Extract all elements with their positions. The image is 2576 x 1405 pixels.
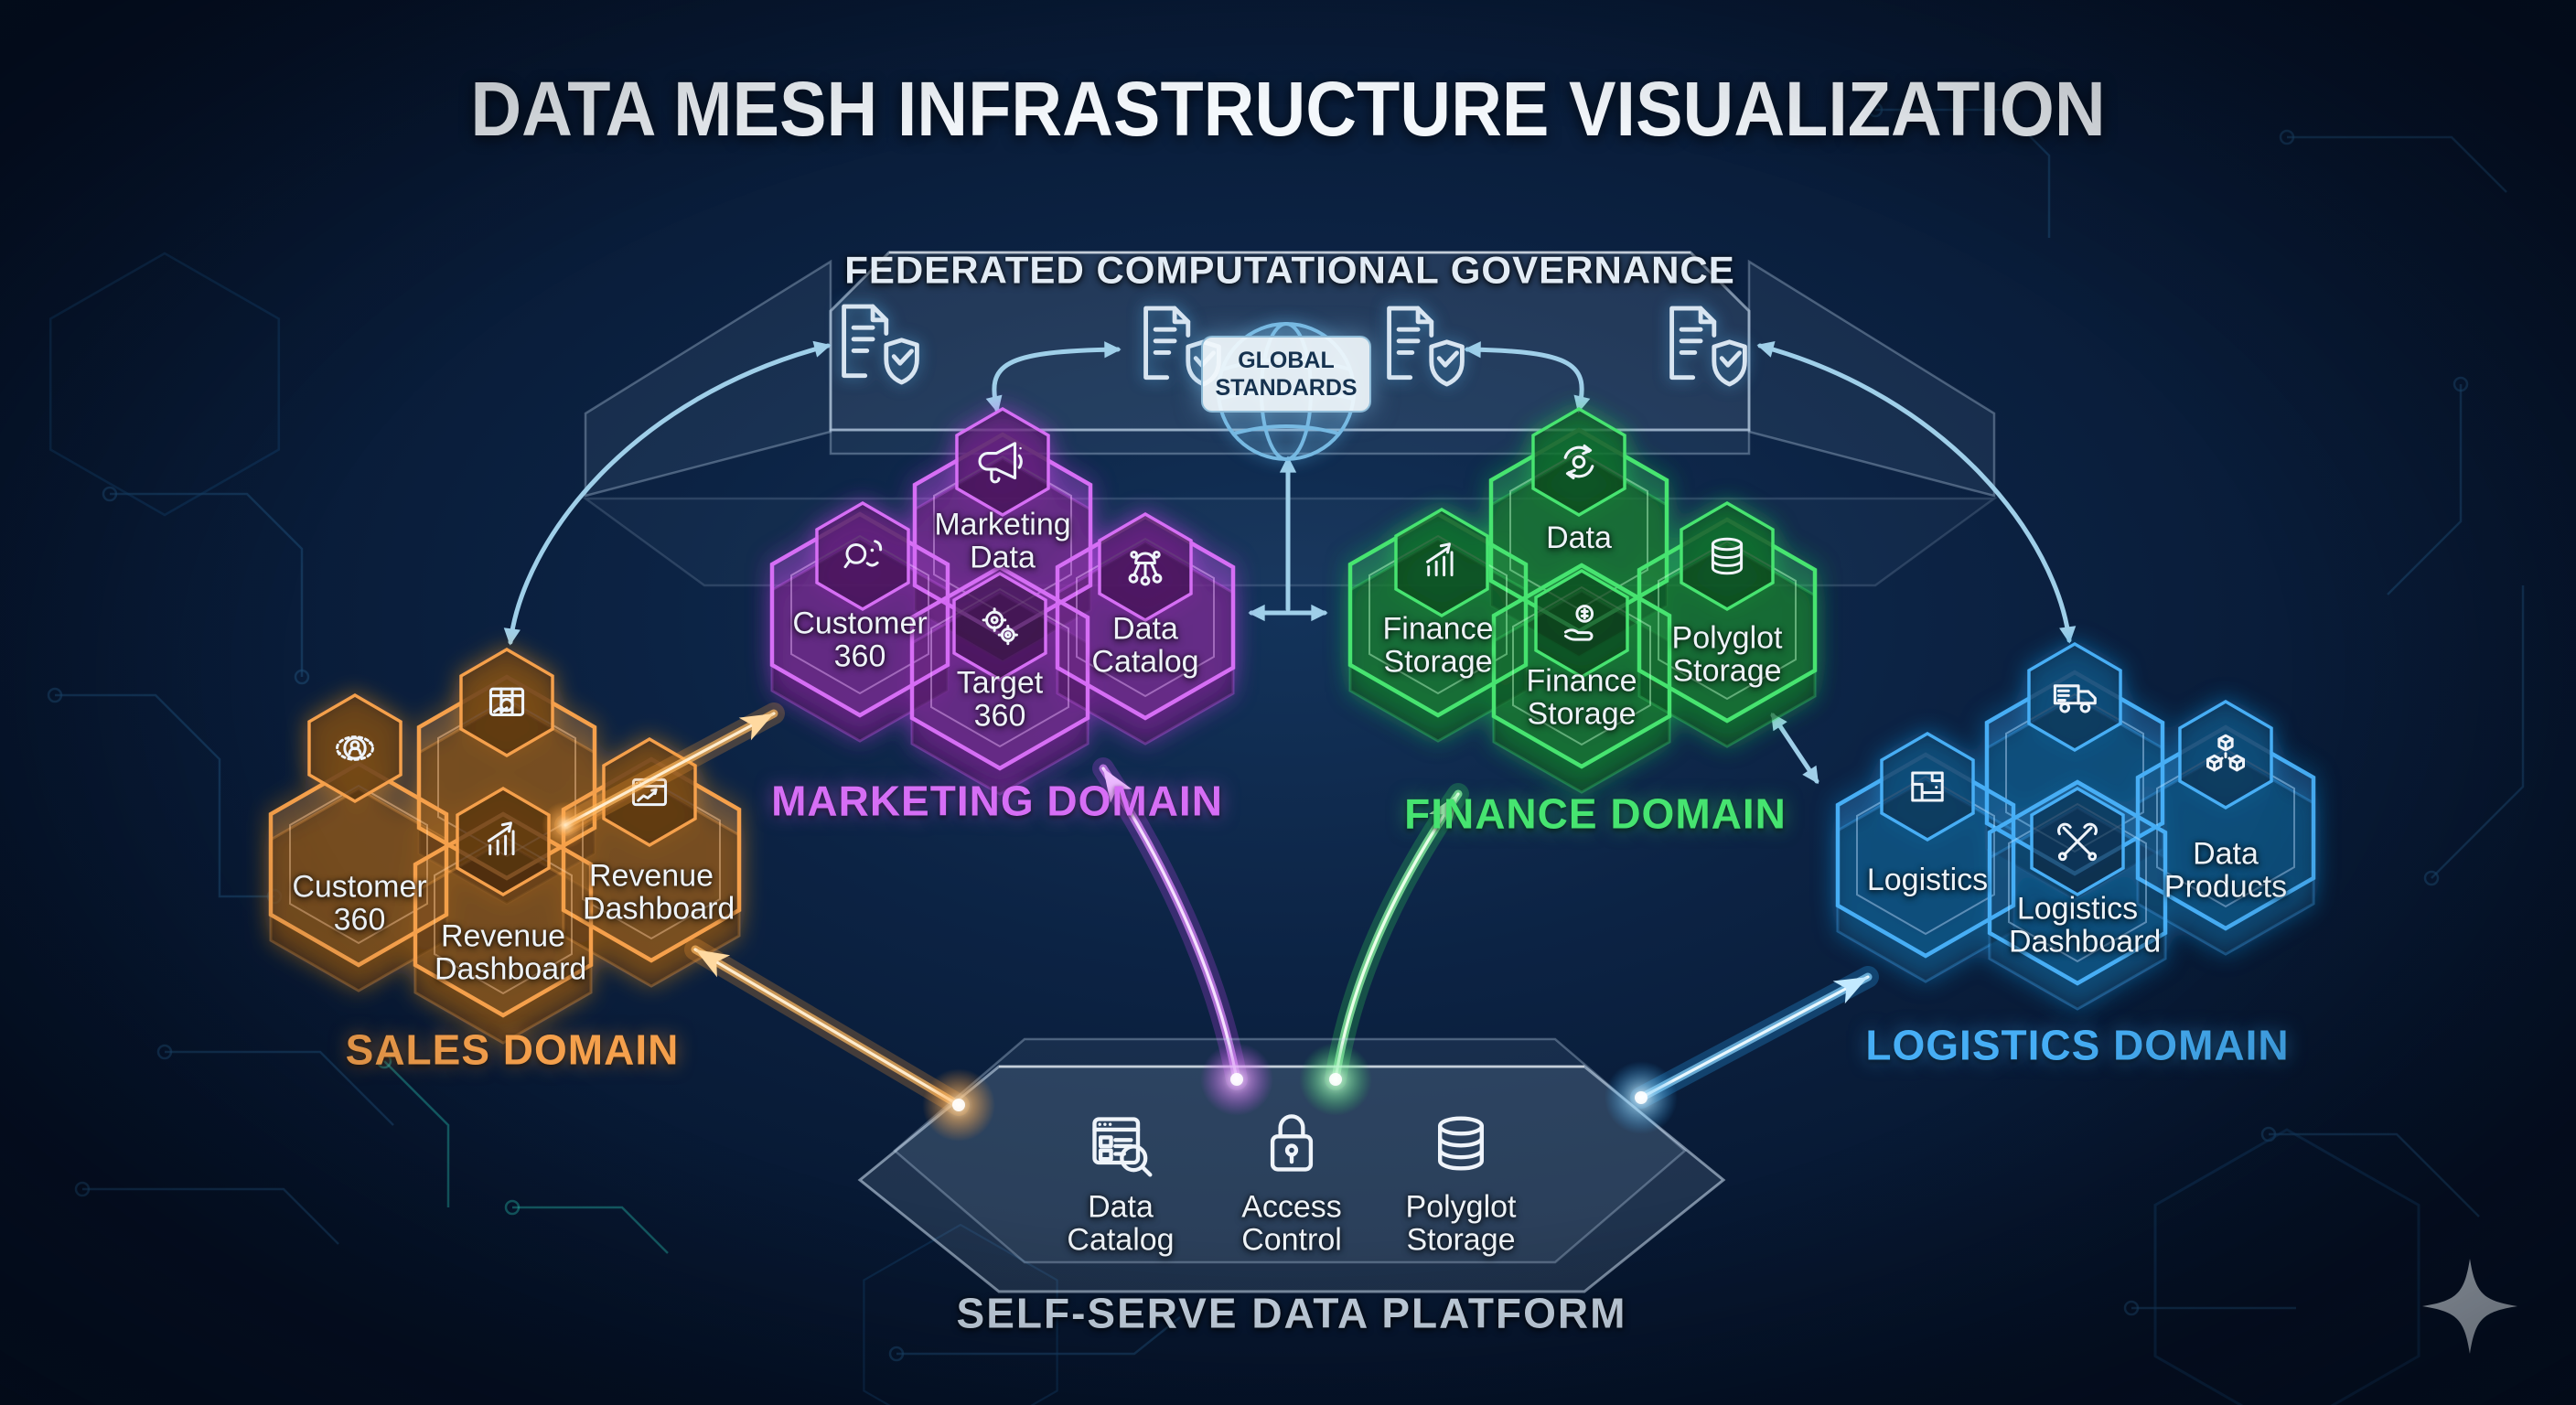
product-label-marketing-right: Data Catalog (1091, 611, 1199, 680)
service-label-polyglot-storage: Polyglot Storage (1405, 1189, 1517, 1258)
sparkle-icon (2422, 1259, 2517, 1354)
beam-platform-logistics (1641, 965, 1874, 1098)
governance-title: FEDERATED COMPUTATIONAL GOVERNANCE (844, 248, 1735, 292)
global-standards-hub: GLOBAL STANDARDS (1201, 336, 1371, 413)
governance-right-wing (1747, 259, 1996, 498)
product-label-logistics-left: Logistics (1866, 862, 1989, 897)
product-label-sales-right: Revenue Dashboard (583, 858, 735, 927)
arrow-finance-logistics (1770, 712, 1819, 785)
governance-left-wing (584, 259, 832, 498)
sales-domain-label: SALES DOMAIN (345, 1025, 680, 1074)
logistics-domain-label: LOGISTICS DOMAIN (1865, 1021, 2290, 1069)
product-label-sales-left: Customer 360 (292, 869, 427, 938)
beam-platform-sales (689, 938, 959, 1105)
product-label-finance-top: Data (1546, 520, 1612, 555)
product-label-finance-left: Finance Storage (1382, 611, 1494, 680)
finance-domain-cluster (1350, 407, 1815, 794)
marketing-domain-label: MARKETING DOMAIN (771, 777, 1223, 825)
product-label-logistics-right: Data Products (2163, 836, 2288, 905)
page-title: DATA MESH INFRASTRUCTURE VISUALIZATION (470, 66, 2106, 153)
platform-label: SELF-SERVE DATA PLATFORM (956, 1289, 1627, 1337)
service-label-data-catalog: Data Catalog (1067, 1189, 1175, 1258)
product-label-finance-right: Polyglot Storage (1671, 620, 1783, 689)
product-label-marketing-left: Customer 360 (792, 606, 928, 674)
product-label-finance-center: Finance Storage (1526, 663, 1637, 732)
service-label-access-control: Access Control (1241, 1189, 1342, 1258)
product-label-logistics-center: Logistics Dashboard (2009, 891, 2162, 960)
product-label-sales-center: Revenue Dashboard (435, 918, 587, 987)
product-label-marketing-center: Target 360 (956, 665, 1044, 734)
marketing-domain-cluster (772, 407, 1233, 796)
finance-domain-label: FINANCE DOMAIN (1404, 789, 1787, 838)
product-label-marketing-top: Marketing Data (934, 507, 1071, 575)
